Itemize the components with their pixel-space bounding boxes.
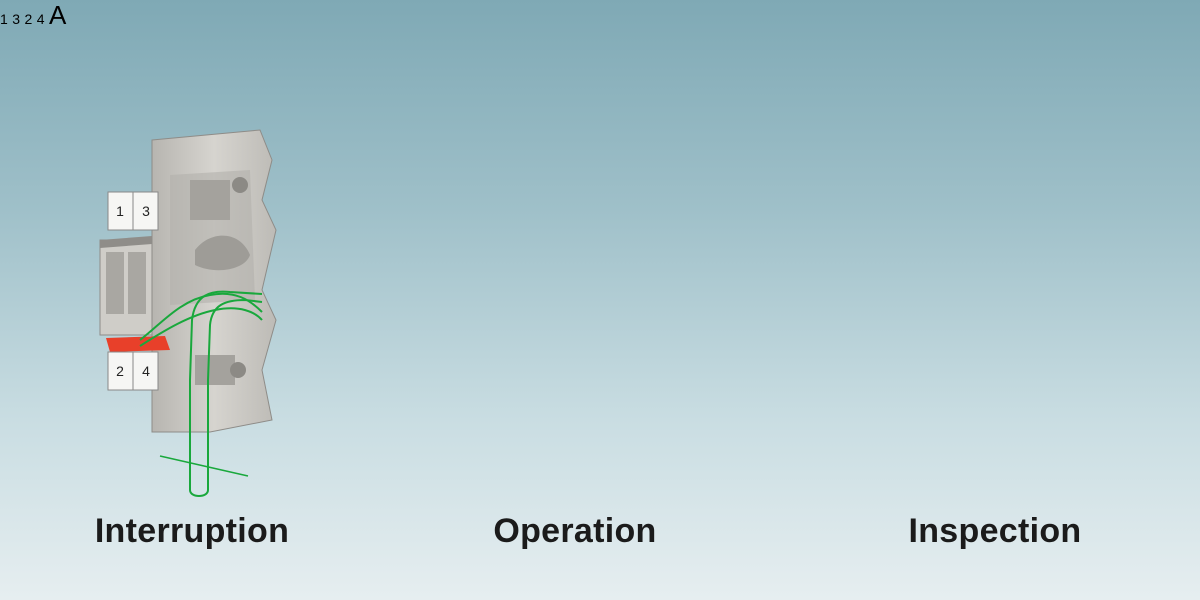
marker-tag-top: 1 3 — [107, 191, 159, 231]
marker-tag-bottom: 2 4 — [25, 11, 50, 28]
marker-2: 2 — [116, 363, 124, 379]
interruption-terminal — [99, 129, 277, 433]
marker-4: 4 — [36, 11, 45, 27]
disconnect-blade — [106, 336, 170, 352]
marker-3: 3 — [142, 203, 150, 219]
ammeter: A — [49, 0, 66, 30]
caption-interruption: Interruption — [94, 512, 290, 550]
marker-tag-bottom: 2 4 — [107, 351, 159, 391]
caption-operation: Operation — [493, 512, 657, 550]
interruption-current-path — [139, 290, 263, 497]
marker-3: 3 — [12, 11, 21, 27]
caption-inspection: Inspection — [908, 512, 1082, 550]
ammeter-label: A — [49, 0, 67, 30]
marker-1: 1 — [116, 203, 124, 219]
marker-tag-top: 1 3 — [0, 11, 25, 28]
marker-1: 1 — [0, 11, 8, 27]
marker-2: 2 — [24, 11, 33, 27]
marker-4: 4 — [142, 363, 150, 379]
